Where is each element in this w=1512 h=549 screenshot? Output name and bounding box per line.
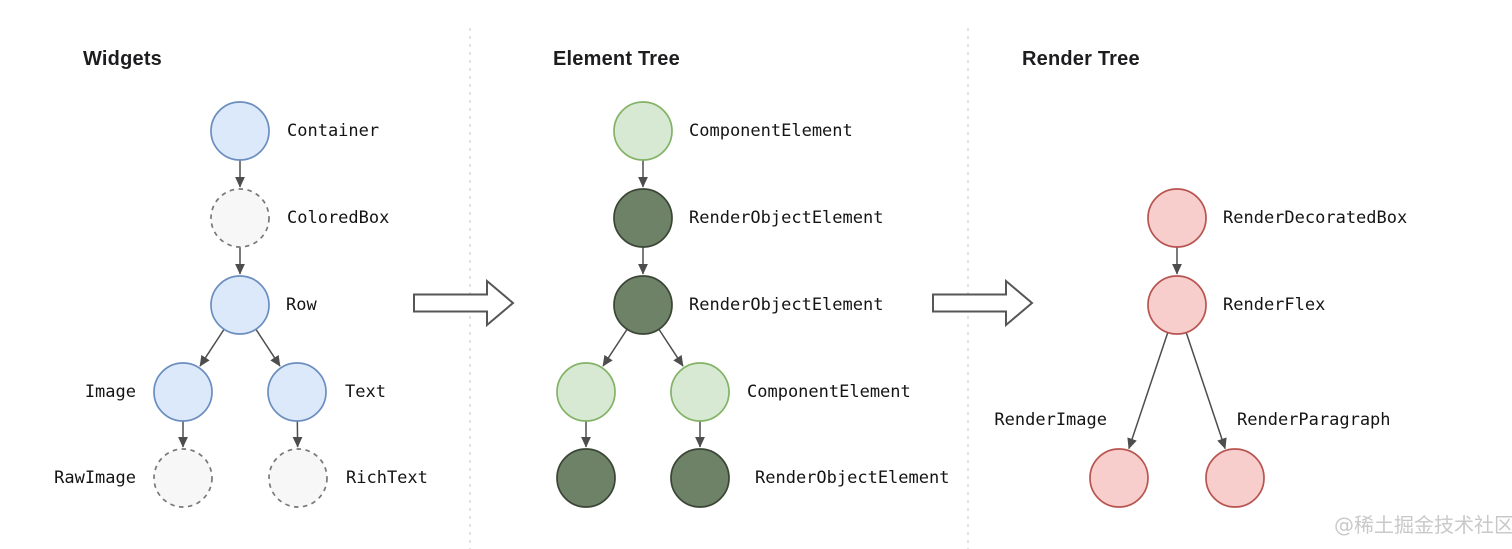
node-label: RenderParagraph: [1237, 410, 1391, 430]
edge-arrow: [255, 328, 281, 367]
node-label: RenderImage: [994, 410, 1107, 430]
node-label: Container: [287, 121, 379, 141]
tree-node-e-renderobj2: [613, 275, 673, 335]
transform-arrow-icon: [413, 278, 515, 328]
node-label: RenderObjectElement: [755, 468, 949, 488]
node-label: ColoredBox: [287, 208, 389, 228]
tree-node-w-coloredbox: [210, 188, 270, 248]
edge-arrow: [1127, 332, 1169, 450]
node-label: RenderFlex: [1223, 295, 1325, 315]
watermark: @稀土掘金技术社区: [1334, 513, 1512, 537]
edge-arrow: [199, 328, 225, 367]
tree-node-r-decoratedbox: [1147, 188, 1207, 248]
tree-node-e-component1: [613, 101, 673, 161]
node-label: ComponentElement: [747, 382, 911, 402]
node-label: RichText: [346, 468, 428, 488]
divider-layer: [469, 28, 969, 549]
tree-node-e-renderobj1: [613, 188, 673, 248]
node-label: Row: [286, 295, 317, 315]
connector-layer: [413, 278, 1034, 328]
edge-arrow: [658, 328, 684, 367]
node-label: ComponentElement: [689, 121, 853, 141]
section-title-widgets: Widgets: [83, 48, 162, 70]
node-label: RenderObjectElement: [689, 208, 883, 228]
tree-node-e-component2: [556, 362, 616, 422]
edge-arrow: [602, 328, 628, 367]
node-label: Image: [85, 382, 136, 402]
tree-node-w-text: [267, 362, 327, 422]
tree-node-w-image: [153, 362, 213, 422]
tree-node-w-richtext: [268, 448, 328, 508]
tree-node-e-renderobj4: [670, 448, 730, 508]
node-label: Text: [345, 382, 386, 402]
node-label: RenderObjectElement: [689, 295, 883, 315]
edge-arrow: [1185, 332, 1227, 450]
tree-node-e-component3: [670, 362, 730, 422]
tree-node-w-container: [210, 101, 270, 161]
tree-node-e-renderobj3: [556, 448, 616, 508]
tree-node-w-rawimage: [153, 448, 213, 508]
node-label: RawImage: [54, 468, 136, 488]
transform-arrow-icon: [932, 278, 1034, 328]
node-layer: [153, 101, 1265, 508]
section-title-render-tree: Render Tree: [1022, 48, 1140, 70]
node-label: RenderDecoratedBox: [1223, 208, 1407, 228]
tree-node-r-paragraph: [1205, 448, 1265, 508]
tree-node-r-image: [1089, 448, 1149, 508]
tree-node-w-row: [210, 275, 270, 335]
tree-node-r-flex: [1147, 275, 1207, 335]
edge-layer: [178, 160, 1227, 450]
section-title-element-tree: Element Tree: [553, 48, 680, 70]
